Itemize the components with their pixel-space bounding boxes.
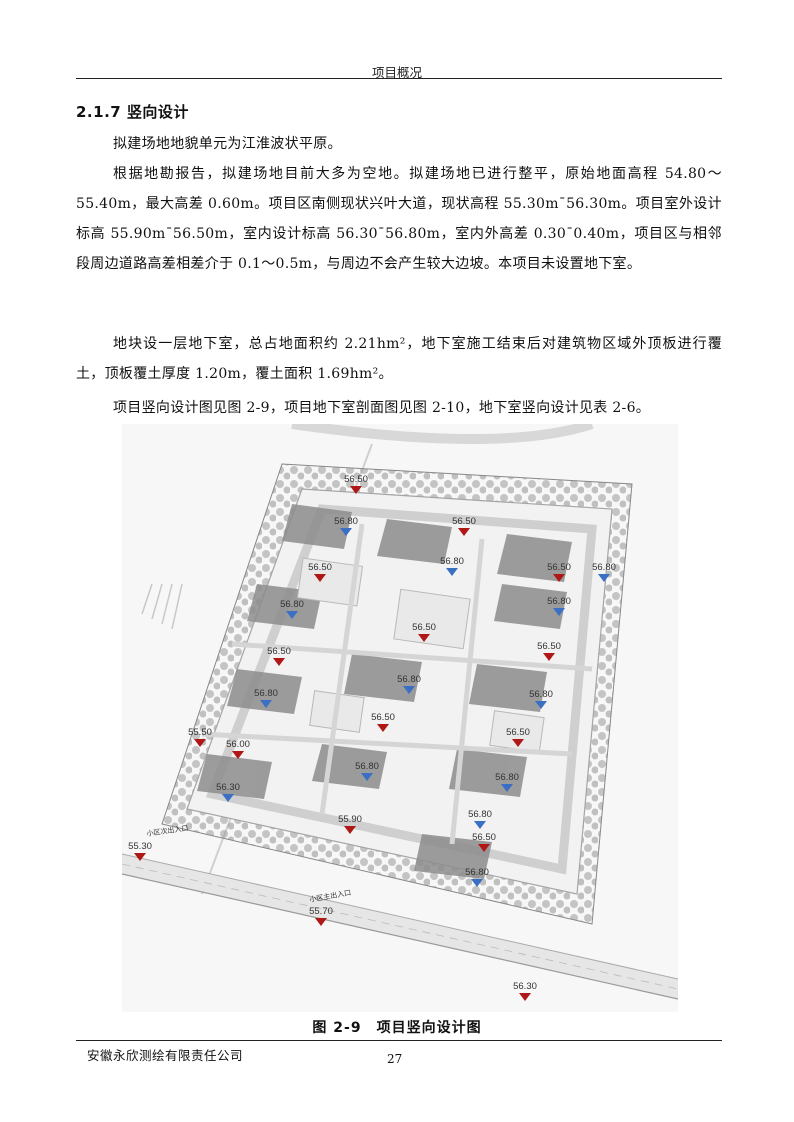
elevation-label: 56.30 bbox=[216, 782, 240, 793]
elevation-marker-triangle bbox=[598, 574, 610, 582]
elevation-marker-triangle bbox=[418, 634, 430, 642]
elevation-label: 56.50 bbox=[412, 622, 436, 633]
elevation-label: 56.50 bbox=[267, 646, 291, 657]
elevation-marker-triangle bbox=[543, 653, 555, 661]
footer-rule bbox=[76, 1040, 722, 1041]
elevation-label: 56.80 bbox=[254, 688, 278, 699]
elevation-marker-triangle bbox=[314, 574, 326, 582]
elevation-marker-triangle bbox=[377, 724, 389, 732]
elevation-marker-triangle bbox=[501, 784, 513, 792]
elevation-label: 56.80 bbox=[397, 674, 421, 685]
elevation-label: 56.80 bbox=[440, 556, 464, 567]
elevation-marker-triangle bbox=[232, 751, 244, 759]
elevation-marker-triangle bbox=[340, 528, 352, 536]
elevation-marker-triangle bbox=[553, 574, 565, 582]
elevation-label: 56.50 bbox=[506, 727, 530, 738]
elevation-label: 56.80 bbox=[465, 867, 489, 878]
elevation-label: 56.80 bbox=[468, 809, 492, 820]
elevation-label: 56.00 bbox=[226, 739, 250, 750]
elevation-label: 56.80 bbox=[334, 516, 358, 527]
elevation-marker-triangle bbox=[134, 853, 146, 861]
paragraph-figure-reference: 项目竖向设计图见图 2-9，项目地下室剖面图见图 2-10，地下室竖向设计见表 … bbox=[113, 400, 651, 416]
elevation-label: 56.50 bbox=[547, 562, 571, 573]
elevation-marker-triangle bbox=[260, 700, 272, 708]
paragraph-basement: 地块设一层地下室，总占地面积约 2.21hm²，地下室施工结束后对建筑物区域外顶… bbox=[76, 336, 722, 382]
elevation-marker-triangle bbox=[273, 658, 285, 666]
elevation-marker-triangle bbox=[194, 739, 206, 747]
elevation-marker-triangle bbox=[519, 993, 531, 1001]
paragraph-landform: 拟建场地地貌单元为江淮波状平原。 bbox=[113, 136, 342, 152]
figure-caption: 图 2-9 项目竖向设计图 bbox=[312, 1020, 482, 1036]
elevation-label: 56.80 bbox=[280, 599, 304, 610]
elevation-marker-triangle bbox=[471, 879, 483, 887]
elevation-marker-triangle bbox=[361, 773, 373, 781]
elevation-label: 56.80 bbox=[495, 772, 519, 783]
elevation-label: 56.50 bbox=[472, 832, 496, 843]
elevation-label: 55.90 bbox=[338, 814, 362, 825]
elevation-marker-triangle bbox=[446, 568, 458, 576]
elevation-marker-triangle bbox=[474, 821, 486, 829]
elevation-label: 55.30 bbox=[128, 841, 152, 852]
elevation-label: 56.50 bbox=[308, 562, 332, 573]
elevation-label: 56.80 bbox=[547, 596, 571, 607]
elevation-label: 56.30 bbox=[513, 981, 537, 992]
header-title: 项目概况 bbox=[371, 65, 422, 80]
elevation-label: 55.70 bbox=[309, 906, 333, 917]
page-number: 27 bbox=[387, 1052, 403, 1066]
elevation-marker-triangle bbox=[478, 844, 490, 852]
elevation-marker-triangle bbox=[512, 739, 524, 747]
vertical-design-site-plan: 56.50 56.80 56.50 56.80 56.50 56.50 56.80 56.80… bbox=[122, 424, 678, 1012]
elevation-label: 55.50 bbox=[188, 727, 212, 738]
elevation-label: 56.80 bbox=[592, 562, 616, 573]
elevation-marker-triangle bbox=[286, 611, 298, 619]
elevation-label: 56.50 bbox=[371, 712, 395, 723]
elevation-label: 56.50 bbox=[537, 641, 561, 652]
header-rule bbox=[76, 78, 722, 79]
elevation-marker-triangle bbox=[222, 794, 234, 802]
elevation-marker-triangle bbox=[535, 701, 547, 709]
elevation-label: 56.80 bbox=[529, 689, 553, 700]
elevation-marker-triangle bbox=[350, 486, 362, 494]
elevation-marker-triangle bbox=[344, 826, 356, 834]
section-heading: 2.1.7 竖向设计 bbox=[76, 103, 189, 121]
elevation-label: 56.80 bbox=[355, 761, 379, 772]
elevation-label: 56.50 bbox=[344, 474, 368, 485]
footer-company: 安徽永欣测绘有限责任公司 bbox=[87, 1048, 244, 1063]
paragraph-site-elevation: 根据地勘报告，拟建场地目前大多为空地。拟建场地已进行整平，原始地面高程 54.8… bbox=[76, 166, 722, 272]
elevation-marker-triangle bbox=[315, 918, 327, 926]
elevation-label: 56.50 bbox=[452, 516, 476, 527]
elevation-marker-triangle bbox=[403, 686, 415, 694]
elevation-marker-triangle bbox=[553, 608, 565, 616]
elevation-marker-triangle bbox=[458, 528, 470, 536]
